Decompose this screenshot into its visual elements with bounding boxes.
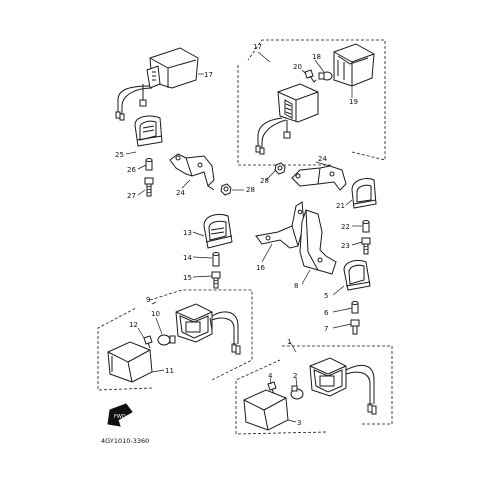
diagram-code: 4GY1010-3360 xyxy=(101,437,149,445)
callout-16: 16 xyxy=(256,264,265,272)
assembly-box-1 xyxy=(235,345,393,435)
part-15-bolt[interactable] xyxy=(211,271,221,289)
assembly-box-17 xyxy=(237,39,386,166)
callout-19: 19 xyxy=(349,98,358,106)
callout-12: 12 xyxy=(129,321,138,329)
callout-22: 22 xyxy=(341,223,350,231)
forward-arrow-text: FWD xyxy=(114,414,126,420)
part-20-screw[interactable] xyxy=(304,69,317,83)
part-10-bulb[interactable] xyxy=(157,334,176,346)
part-9-signal-housing[interactable] xyxy=(175,303,241,355)
part-7-bolt[interactable] xyxy=(350,319,360,335)
part-18-bulb[interactable] xyxy=(318,71,333,81)
part-11-lens[interactable] xyxy=(107,341,153,383)
callout-5: 5 xyxy=(324,292,328,300)
callout-14: 14 xyxy=(183,254,192,262)
callout-10: 10 xyxy=(151,310,160,318)
part-1-signal-housing[interactable] xyxy=(309,357,377,415)
part-26-collar-left[interactable] xyxy=(145,158,153,171)
forward-arrow-icon: FWD xyxy=(107,403,133,427)
part-24-bracket-left[interactable] xyxy=(169,153,215,191)
callout-7: 7 xyxy=(324,325,328,333)
part-28-nut-left[interactable] xyxy=(220,183,232,196)
callout-21: 21 xyxy=(336,202,345,210)
callout-labels: 17 17 18 20 19 25 26 27 24 28 28 24 21 2… xyxy=(115,43,358,427)
callout-17-box: 17 xyxy=(253,43,262,51)
part-19-lens[interactable] xyxy=(333,43,375,87)
callout-25: 25 xyxy=(115,151,124,159)
callout-2: 2 xyxy=(293,372,297,380)
callout-8: 8 xyxy=(294,282,298,290)
part-17-turn-signal-housing[interactable] xyxy=(255,83,319,155)
callout-9: 9 xyxy=(146,296,150,304)
part-12-screw[interactable] xyxy=(143,335,153,349)
callout-27: 27 xyxy=(127,192,136,200)
callout-11: 11 xyxy=(165,367,174,375)
callout-17-left: 17 xyxy=(204,71,213,79)
part-21-stay-right[interactable] xyxy=(351,177,377,209)
part-13-stay[interactable] xyxy=(203,213,233,249)
callout-13: 13 xyxy=(183,229,192,237)
callout-6: 6 xyxy=(324,309,329,317)
part-27-bolt-left[interactable] xyxy=(144,177,154,197)
callout-26: 26 xyxy=(127,166,136,174)
part-2-bulb[interactable] xyxy=(290,385,304,400)
part-6-collar[interactable] xyxy=(351,301,359,314)
part-3-lens[interactable] xyxy=(243,389,289,431)
part-16-bracket[interactable] xyxy=(255,201,305,249)
callout-4: 4 xyxy=(268,372,273,380)
callout-28-right: 28 xyxy=(260,177,269,185)
part-28-nut-right[interactable] xyxy=(274,162,286,175)
part-14-collar[interactable] xyxy=(212,252,220,267)
part-22-collar-right[interactable] xyxy=(362,220,370,233)
callout-28-left: 28 xyxy=(246,186,255,194)
part-8-bracket[interactable] xyxy=(299,209,337,275)
part-24-bracket-right[interactable] xyxy=(291,165,347,191)
part-5-stay[interactable] xyxy=(343,259,371,291)
part-17-turn-signal-left[interactable] xyxy=(115,47,199,121)
callout-20: 20 xyxy=(293,63,302,71)
callout-24-left: 24 xyxy=(176,189,185,197)
part-23-bolt-right[interactable] xyxy=(361,237,371,255)
part-25-stay-left[interactable] xyxy=(134,115,163,147)
callout-18: 18 xyxy=(312,53,321,61)
callout-23: 23 xyxy=(341,242,350,250)
callout-3: 3 xyxy=(297,419,301,427)
callout-15: 15 xyxy=(183,274,192,282)
callout-24-right: 24 xyxy=(318,155,327,163)
leader-lines xyxy=(125,51,363,423)
assembly-box-9 xyxy=(97,289,253,391)
callout-1: 1 xyxy=(287,338,291,346)
